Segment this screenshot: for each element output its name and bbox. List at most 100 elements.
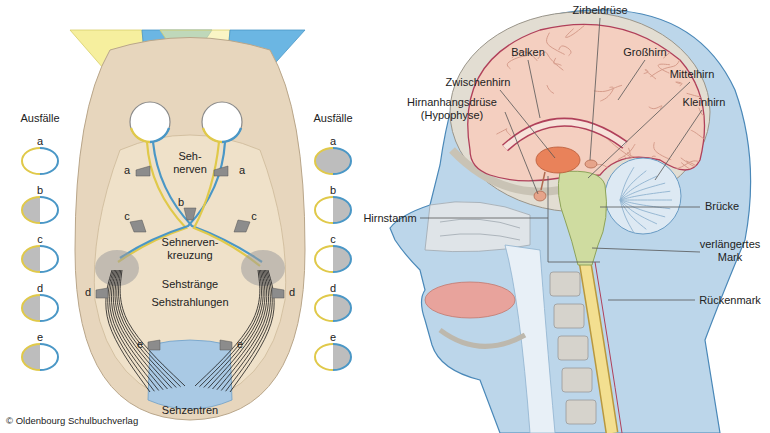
structure-label: Hirnanhangsdrüse (Hypophyse)	[399, 96, 505, 122]
visual-field-defects	[40, 246, 58, 272]
cerebellum	[620, 191, 670, 200]
visual-field-defects	[22, 246, 40, 272]
cerebrum	[644, 70, 656, 80]
visual-field-defects	[40, 148, 58, 174]
visual-field-defects	[333, 246, 351, 272]
visual-field-defects	[333, 197, 351, 223]
field-letter: d	[323, 282, 343, 295]
structure-label: Sehnerven- kreuzung	[149, 236, 231, 262]
leader-lines	[590, 18, 600, 160]
visual-field-defects	[22, 148, 40, 174]
cerebellum	[620, 200, 646, 229]
cerebrum	[654, 142, 671, 159]
optic-radiation	[113, 270, 167, 389]
cerebrum	[617, 18, 632, 23]
head-profile	[390, 10, 751, 433]
lesion-markers	[184, 208, 196, 220]
lesion-markers	[220, 340, 232, 350]
structure-label: verlängertes Mark	[694, 238, 766, 264]
leader-lines	[655, 110, 702, 180]
cerebellum	[605, 158, 681, 234]
leader-lines	[618, 60, 645, 100]
lesion-markers	[214, 166, 228, 176]
structure-label: Sehstränge	[148, 278, 232, 291]
visual-field-defects	[315, 295, 333, 321]
face-structures	[440, 330, 525, 346]
lesion-letter: c	[120, 210, 134, 223]
visual-field-defects	[22, 344, 40, 370]
visual-field-defects	[22, 344, 58, 370]
cerebrum	[559, 46, 571, 56]
cerebrum	[649, 106, 662, 109]
vertebrae	[558, 336, 588, 360]
optic-radiation	[111, 270, 163, 390]
field-letter: c	[323, 233, 343, 246]
brainstem	[558, 171, 606, 265]
diencephalon	[534, 191, 546, 201]
visual-field-defects	[333, 344, 351, 370]
head-profile	[390, 10, 751, 433]
spinal-cord	[585, 262, 612, 433]
visual-field-defects	[333, 295, 351, 321]
visual-field-defects	[22, 148, 351, 370]
visual-field-defects	[315, 148, 351, 174]
cerebrum	[666, 161, 700, 169]
cerebrum	[691, 130, 706, 140]
visual-field-defects	[22, 295, 58, 321]
visual-field-defects	[22, 344, 58, 370]
cerebrum	[594, 85, 622, 91]
visual-field-defects	[333, 148, 351, 174]
face-structures	[440, 219, 520, 240]
visual-field-defects	[22, 148, 58, 174]
leader-lines	[505, 112, 538, 194]
field-letter: e	[323, 331, 343, 344]
cerebellum	[620, 167, 672, 233]
cerebrum	[681, 158, 701, 172]
lesion-markers	[96, 166, 284, 350]
copyright-note: © Oldenbourg Schulbuchverlag	[6, 414, 206, 427]
field-letter: a	[30, 135, 50, 148]
cerebellum	[620, 200, 672, 201]
visual-field-defects	[315, 344, 351, 370]
cerebrum	[566, 25, 585, 37]
eyes	[131, 128, 150, 142]
cerebrum	[468, 24, 705, 181]
cerebellum	[620, 200, 634, 233]
lesion-letter: e	[233, 338, 247, 351]
field-letter: c	[30, 233, 50, 246]
leader-lines	[608, 300, 695, 301]
leader-lines	[500, 90, 555, 158]
optic-radiation	[217, 270, 269, 390]
visual-field-defects	[40, 197, 58, 223]
structure-label: Zwischenhirn	[436, 76, 520, 89]
structure-label: Sehzentren	[148, 404, 232, 417]
vertebrae	[550, 272, 580, 296]
leader-lines	[420, 176, 600, 262]
panel-heading: Ausfälle	[303, 112, 363, 125]
leader-lines	[528, 60, 540, 118]
lesion-letter: c	[247, 210, 261, 223]
structure-label: Sehstrahlungen	[142, 296, 238, 309]
structure-label: Rückenmark	[694, 294, 766, 307]
visual-field-defects	[22, 295, 40, 321]
cerebrum	[676, 82, 682, 86]
eyes	[150, 128, 169, 142]
diencephalon	[541, 172, 545, 190]
cerebrum	[547, 33, 565, 55]
structure-label: Großhirn	[610, 46, 680, 59]
lesion-markers	[148, 340, 160, 350]
skull-top-view	[75, 38, 305, 421]
spinal-cord	[585, 262, 622, 433]
cerebrum	[685, 27, 689, 32]
lesion-letter: d	[285, 286, 299, 299]
cerebrum	[554, 58, 562, 65]
lateral-geniculate	[241, 250, 285, 286]
visual-field-defects	[22, 344, 40, 370]
leader-lines	[600, 207, 700, 208]
optic-radiation	[213, 270, 267, 389]
lesion-letter: b	[174, 196, 188, 209]
visual-field-defects	[315, 148, 333, 174]
leader-lines	[588, 82, 690, 178]
field-letter: d	[30, 282, 50, 295]
